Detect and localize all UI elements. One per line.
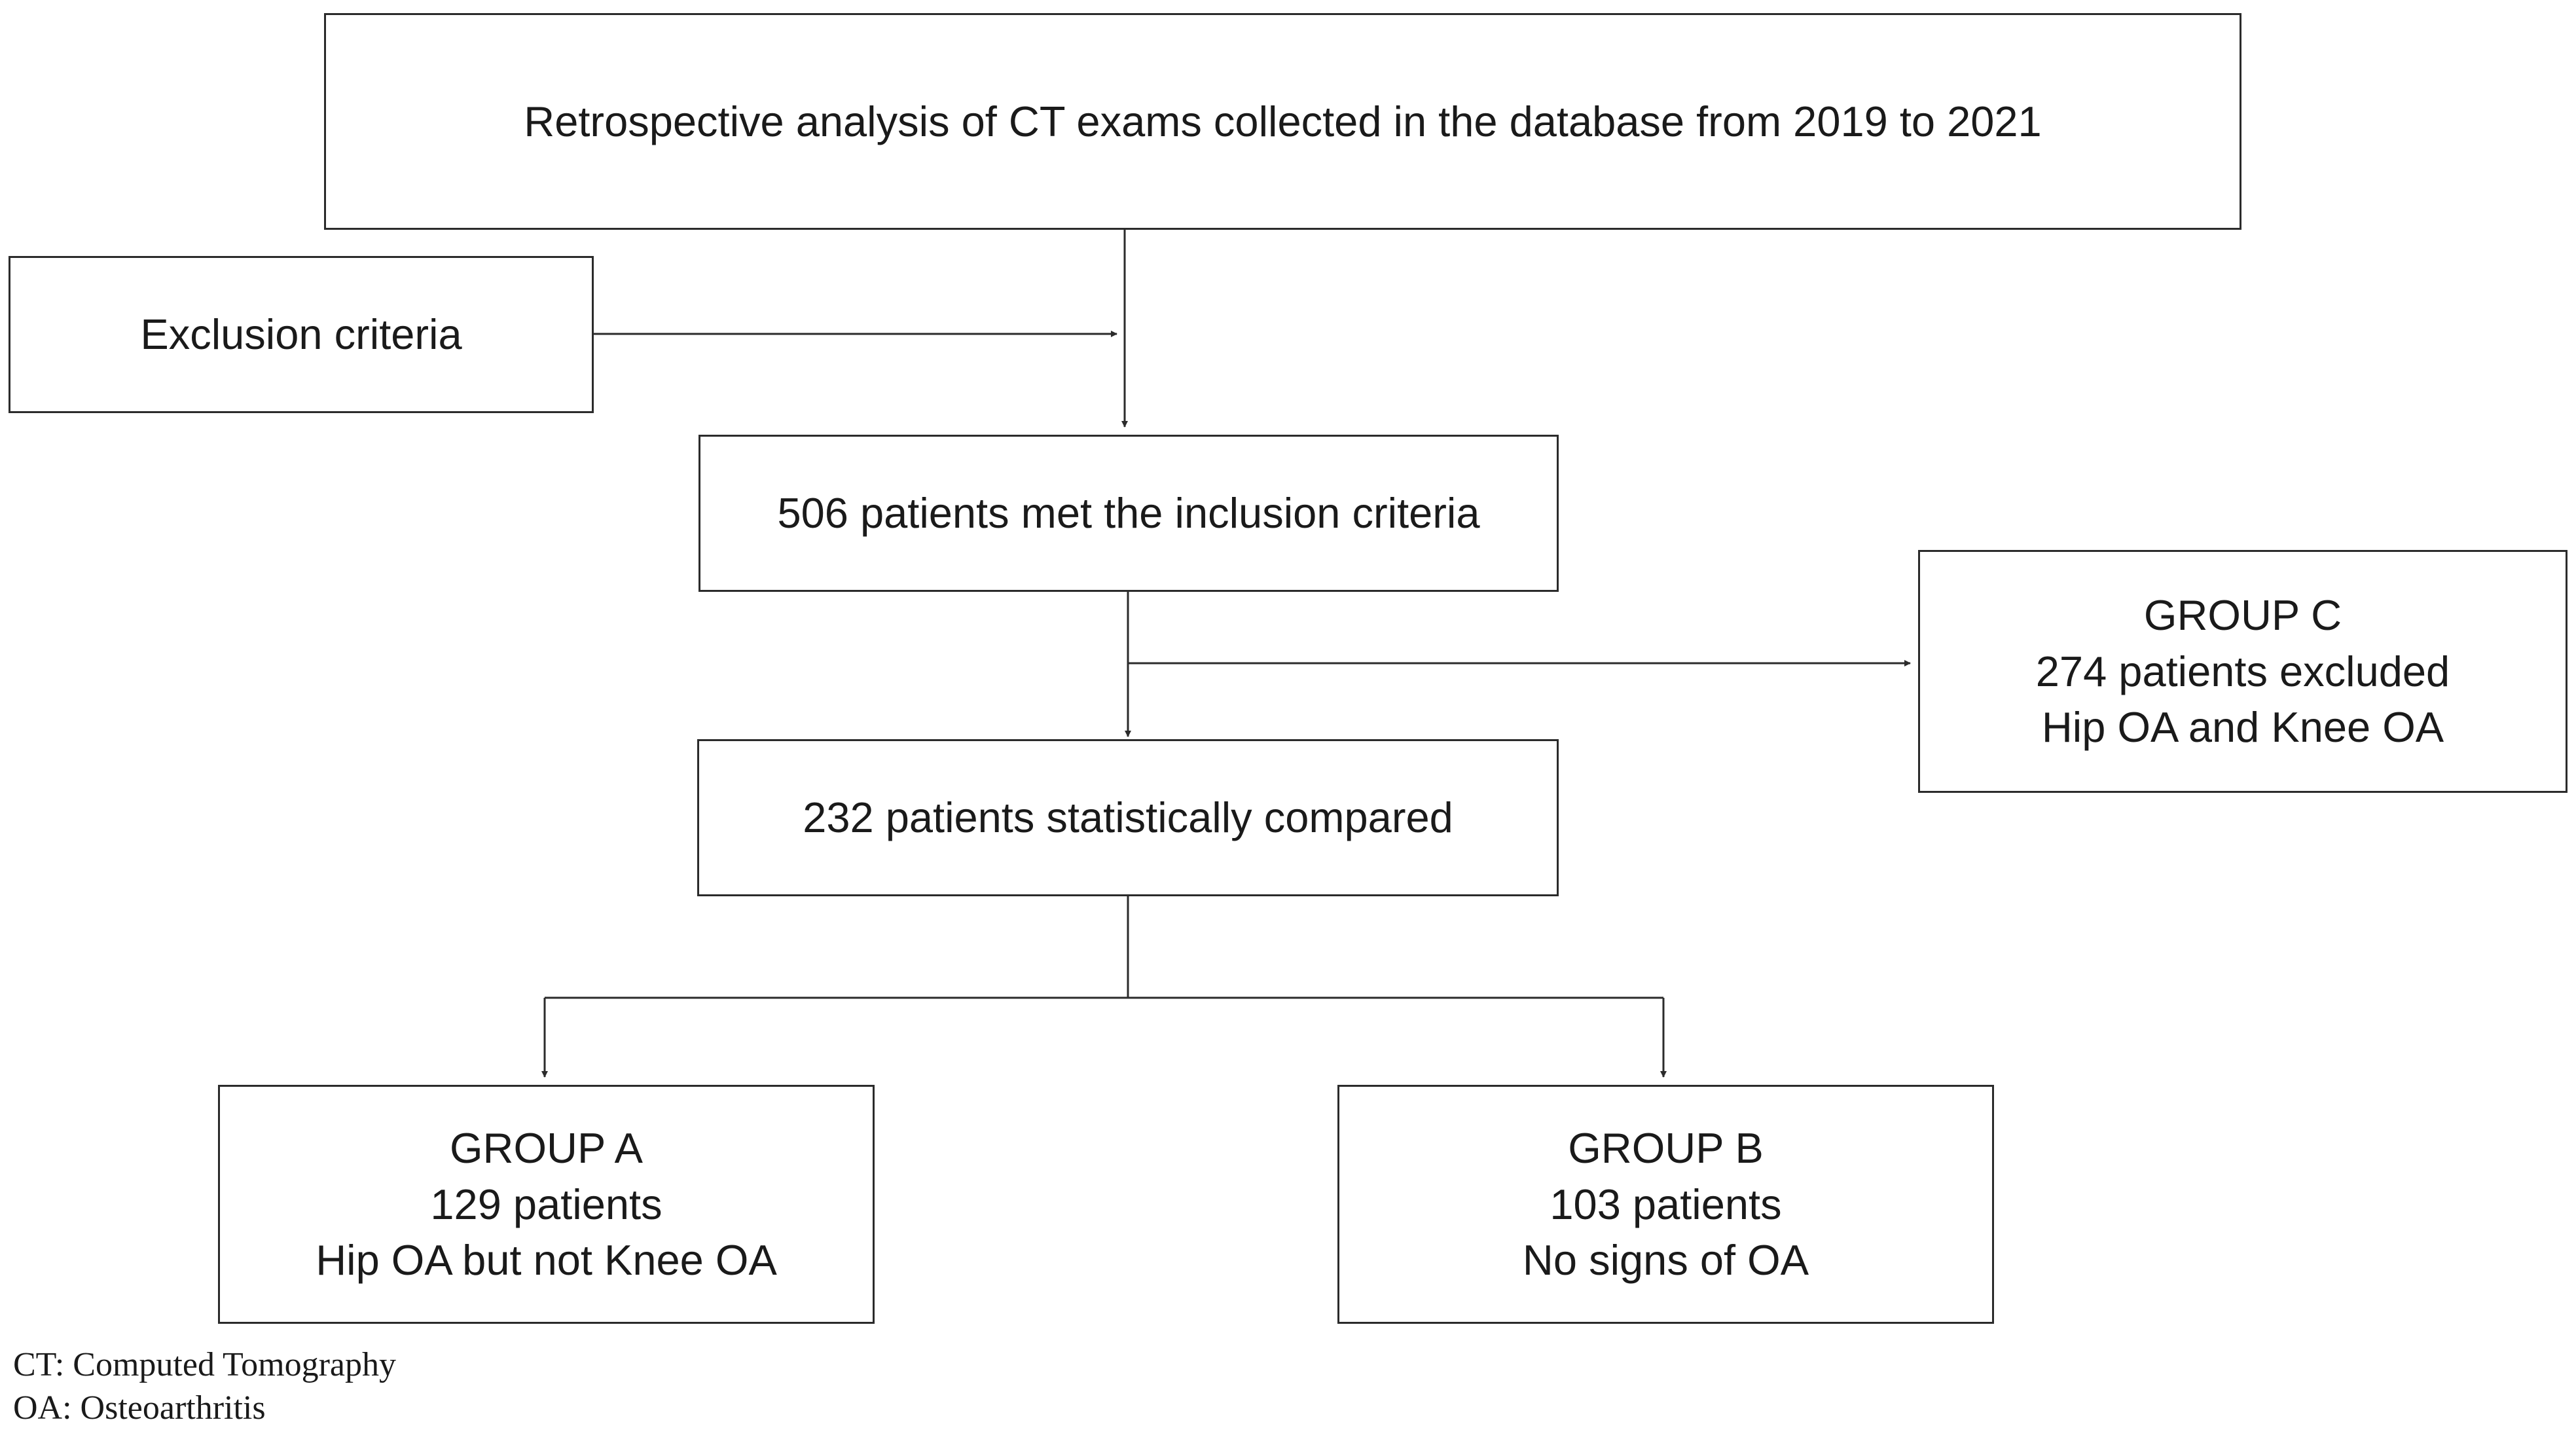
- group-c-description: Hip OA and Knee OA: [2041, 703, 2444, 752]
- group-c-title: GROUP C: [2143, 591, 2342, 639]
- group-a-title: GROUP A: [449, 1123, 643, 1172]
- abbreviations-legend: CT: Computed Tomography OA: Osteoarthrit…: [13, 1343, 396, 1430]
- group-b-count: 103 patients: [1550, 1180, 1782, 1228]
- footnote-oa: OA: Osteoarthritis: [13, 1389, 266, 1427]
- compared-text: 232 patients statistically compared: [803, 793, 1453, 842]
- group-a-box: GROUP A 129 patients Hip OA but not Knee…: [218, 1085, 875, 1324]
- source-text: Retrospective analysis of CT exams colle…: [524, 97, 2042, 145]
- group-b-description: No signs of OA: [1522, 1236, 1809, 1285]
- compared-box: 232 patients statistically compared: [697, 739, 1559, 896]
- footnote-ct: CT: Computed Tomography: [13, 1346, 396, 1383]
- exclusion-criteria-box: Exclusion criteria: [9, 256, 594, 413]
- inclusion-text: 506 patients met the inclusion criteria: [777, 489, 1480, 538]
- inclusion-box: 506 patients met the inclusion criteria: [698, 435, 1559, 592]
- exclusion-criteria-text: Exclusion criteria: [140, 310, 462, 359]
- group-a-count: 129 patients: [430, 1180, 662, 1228]
- group-b-box: GROUP B 103 patients No signs of OA: [1337, 1085, 1994, 1324]
- group-b-title: GROUP B: [1568, 1123, 1764, 1172]
- group-c-count: 274 patients excluded: [2035, 647, 2450, 695]
- group-a-description: Hip OA but not Knee OA: [316, 1236, 777, 1285]
- source-box: Retrospective analysis of CT exams colle…: [324, 13, 2241, 230]
- group-c-box: GROUP C 274 patients excluded Hip OA and…: [1918, 550, 2567, 793]
